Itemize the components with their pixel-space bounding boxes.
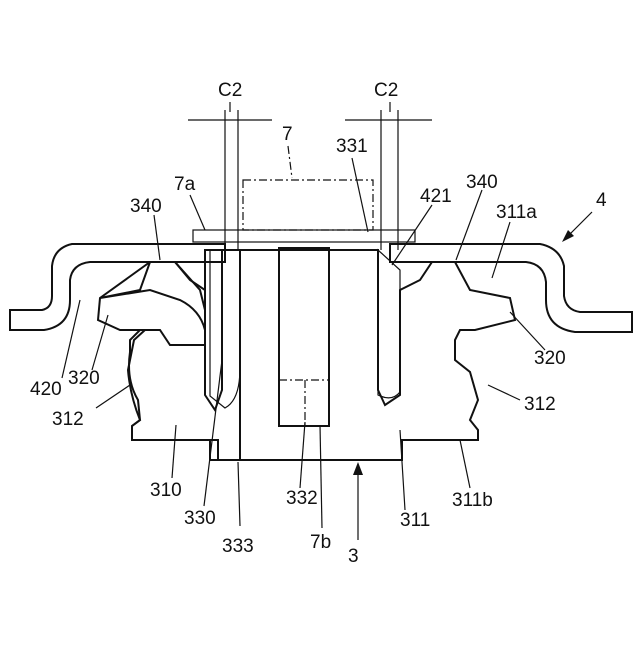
- label-340-right: 340: [466, 172, 498, 193]
- leader-420: [62, 300, 80, 378]
- bracket-plate: [10, 244, 225, 330]
- slot-330-right: [378, 250, 400, 398]
- leader-7: [288, 146, 292, 178]
- label-311: 311: [400, 510, 430, 531]
- label-333: 333: [222, 536, 254, 557]
- rubber-body: [98, 250, 515, 460]
- slot-330: [210, 250, 240, 408]
- leader-7b: [320, 425, 322, 528]
- leader-340-left: [154, 215, 160, 260]
- label-7a: 7a: [174, 174, 196, 195]
- label-7b: 7b: [310, 532, 331, 553]
- rubber-flange-left: [100, 250, 240, 460]
- leader-332: [300, 422, 305, 488]
- label-312-left: 312: [52, 409, 84, 430]
- leader-312-right: [488, 385, 520, 400]
- label-340-left: 340: [130, 196, 162, 217]
- label-332: 332: [286, 488, 318, 509]
- leader-311a: [492, 222, 510, 278]
- leader-330: [204, 360, 222, 506]
- arrow-3-head: [353, 462, 363, 475]
- label-331: 331: [336, 136, 368, 157]
- label-320-right: 320: [534, 348, 566, 369]
- bracket-plate-right: [390, 244, 632, 332]
- bolt-tip: [279, 380, 329, 425]
- leader-310: [172, 425, 176, 478]
- leader-7a: [190, 195, 205, 230]
- bolt-head: [243, 180, 373, 230]
- label-311b: 311b: [452, 490, 493, 511]
- label-421: 421: [420, 186, 452, 207]
- label-311a: 311a: [496, 202, 537, 223]
- leader-333: [238, 462, 240, 526]
- label-4: 4: [596, 190, 607, 211]
- label-330: 330: [184, 508, 216, 529]
- label-420: 420: [30, 379, 62, 400]
- label-7: 7: [282, 124, 293, 145]
- label-310: 310: [150, 480, 182, 501]
- washer-7a: [193, 230, 415, 242]
- leader-320-right: [510, 312, 545, 350]
- central-bore: [279, 248, 329, 426]
- label-c2-right: C2: [374, 80, 398, 101]
- leader-311b: [460, 440, 470, 488]
- label-312-right: 312: [524, 394, 556, 415]
- leader-312-left: [96, 385, 130, 408]
- leader-340-right: [456, 190, 482, 260]
- leader-320-left: [92, 315, 108, 370]
- label-320-left: 320: [68, 368, 100, 389]
- label-3: 3: [348, 546, 359, 567]
- leader-331: [352, 158, 368, 232]
- label-c2-left: C2: [218, 80, 242, 101]
